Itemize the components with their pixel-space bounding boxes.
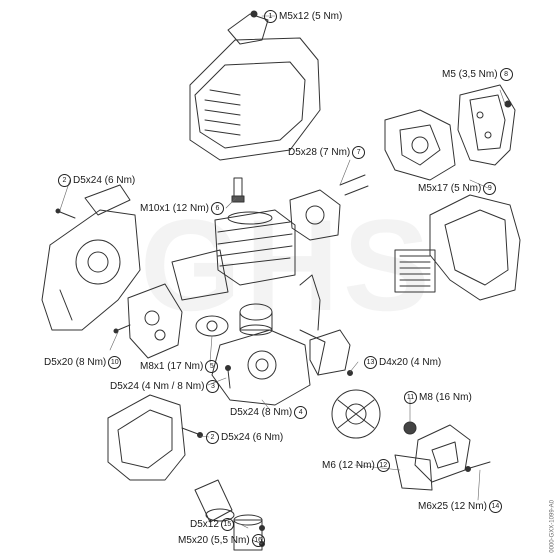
muffler xyxy=(457,84,516,166)
callout-text: M5 (3,5 Nm) xyxy=(442,69,498,81)
exhaust-muffler xyxy=(127,283,183,359)
callout-text: D5x20 (8 Nm) xyxy=(44,357,107,369)
spark-plug xyxy=(231,177,245,203)
callout-number: 1 xyxy=(264,10,277,23)
callout-number: 8 xyxy=(499,68,513,81)
intake-manifold xyxy=(289,189,341,241)
watermark: GHS xyxy=(140,192,434,338)
piston xyxy=(239,303,273,336)
clutch-shoes xyxy=(394,454,433,491)
cylinder xyxy=(214,209,296,286)
callout-text: D5x24 (6 Nm) xyxy=(221,432,284,444)
callout-text: M5x20 (5,5 Nm) xyxy=(178,535,250,547)
callout-number: 12 xyxy=(376,459,390,472)
heat-shield xyxy=(171,249,229,301)
callout-text: D5x24 (6 Nm) xyxy=(73,175,136,187)
callout-number: 2 xyxy=(206,431,219,444)
callout-text: M5x12 (5 Nm) xyxy=(279,11,343,23)
ignition-module xyxy=(299,274,351,376)
callout-number: 9 xyxy=(483,182,497,195)
callout-text: D4x20 (4 Nm) xyxy=(379,357,442,369)
callout-number: 10 xyxy=(108,356,122,369)
callout-text: M8x1 (17 Nm) xyxy=(140,361,204,373)
callout-number: 16 xyxy=(251,534,265,547)
crankcase xyxy=(211,329,326,406)
callout-m5x20: M5x20 (5,5 Nm)16 xyxy=(178,534,267,547)
callout-number: 14 xyxy=(488,500,502,513)
callout-text: M6x25 (12 Nm) xyxy=(418,501,487,513)
screw-d5x24-crank xyxy=(225,365,231,389)
callout-m10x1: M10x1 (12 Nm)6 xyxy=(140,202,226,215)
nut-m8 xyxy=(403,421,417,435)
callout-m5: M5 (3,5 Nm)8 xyxy=(442,68,515,81)
callout-number: 11 xyxy=(404,391,417,404)
callout-text: M10x1 (12 Nm) xyxy=(140,203,209,215)
air-filter-cover xyxy=(429,194,521,301)
callout-number: 3 xyxy=(206,380,220,393)
callout-m5x17: M5x17 (5 Nm)9 xyxy=(418,182,498,195)
callout-number: 4 xyxy=(294,406,308,419)
callout-number: 13 xyxy=(364,356,377,369)
callout-text: D5x24 (8 Nm) xyxy=(230,407,293,419)
starter-housing xyxy=(41,209,141,331)
clutch xyxy=(331,389,381,439)
callout-number: 15 xyxy=(220,518,234,531)
screw-m5x12 xyxy=(250,10,258,18)
callout-number: 2 xyxy=(58,174,71,187)
callout-number: 7 xyxy=(352,146,366,159)
callout-m6: M6 (12 Nm)12 xyxy=(322,459,392,472)
callout-text: M6 (12 Nm) xyxy=(322,460,375,472)
carburetor xyxy=(384,109,456,181)
flange-gasket xyxy=(195,315,229,337)
callout-number: 6 xyxy=(210,202,224,215)
callout-d5x24-48: D5x24 (4 Nm / 8 Nm)3 xyxy=(110,380,221,393)
screw-d5x20 xyxy=(113,324,131,334)
callout-m8x1: M8x1 (17 Nm)5 xyxy=(140,360,220,373)
gear-housing xyxy=(107,394,186,481)
screw-d4x20 xyxy=(347,370,353,376)
callout-number: 5 xyxy=(205,360,219,373)
starter-pulley xyxy=(84,184,131,216)
drawing-code: 0000-GXX-1099-A0 xyxy=(550,500,556,553)
screw-d5x24 xyxy=(55,208,76,219)
screw-d5x28 xyxy=(339,174,369,196)
screw-d5x24-gear xyxy=(181,427,203,438)
engine-shroud xyxy=(189,13,321,161)
callout-text: D5x12 xyxy=(190,519,219,531)
callout-d5x28: D5x28 (7 Nm)7 xyxy=(288,146,367,159)
callout-text: D5x28 (7 Nm) xyxy=(288,147,351,159)
screw-m6x25 xyxy=(465,461,491,472)
callout-text: M5x17 (5 Nm) xyxy=(418,183,482,195)
callout-d5x24-8: D5x24 (8 Nm)4 xyxy=(230,406,309,419)
callout-text: D5x24 (4 Nm / 8 Nm) xyxy=(110,381,205,393)
callout-d5x20: D5x20 (8 Nm)10 xyxy=(44,356,123,369)
clutch-drum xyxy=(414,424,471,483)
callout-m6x25: M6x25 (12 Nm)14 xyxy=(418,500,504,513)
drive-tube xyxy=(194,479,235,523)
leader-lines xyxy=(59,15,506,545)
air-filter-element xyxy=(394,249,436,293)
callout-text: M8 (16 Nm) xyxy=(419,392,472,404)
